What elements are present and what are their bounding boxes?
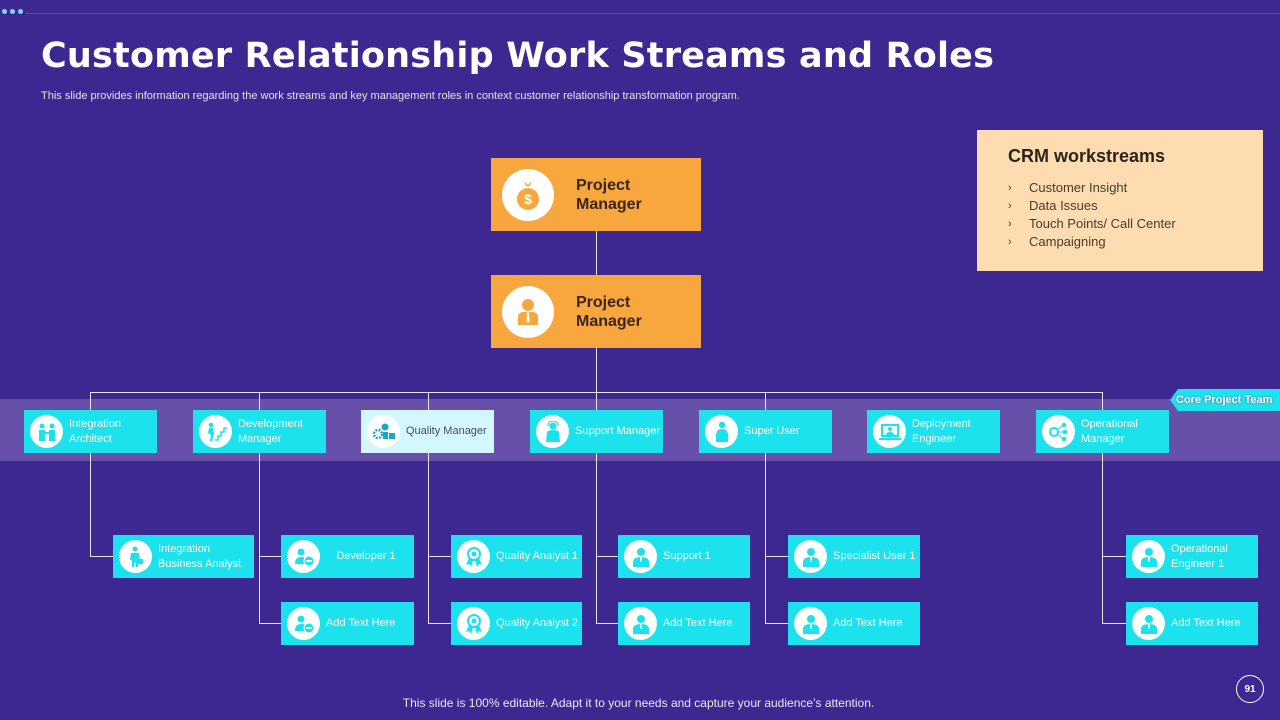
sub-role-label: Quality Analyst 2 bbox=[496, 617, 578, 629]
sub-role-label: Quality Analyst 1 bbox=[496, 550, 578, 562]
crm-list-item: ›Campaigning bbox=[1008, 234, 1106, 249]
connector-line bbox=[259, 392, 260, 623]
header-divider bbox=[26, 13, 1280, 14]
role-development-manager[interactable]: Development Manager bbox=[193, 410, 326, 453]
award-ribbon-icon bbox=[457, 540, 490, 573]
sub-role-development-add-text[interactable]: Add Text Here bbox=[281, 602, 414, 645]
connector-line bbox=[596, 348, 597, 392]
connector-line bbox=[596, 231, 597, 275]
sub-role-label: Operational Engineer 1 bbox=[1171, 542, 1228, 570]
role-deployment-engineer[interactable]: Deployment Engineer bbox=[867, 410, 1000, 453]
crm-list-item: ›Customer Insight bbox=[1008, 180, 1128, 195]
network-nodes-icon bbox=[1042, 415, 1075, 448]
developer-icon bbox=[287, 607, 320, 640]
sub-role-support-add-text[interactable]: Add Text Here bbox=[618, 602, 750, 645]
sub-role-label: Add Text Here bbox=[326, 617, 396, 629]
sub-role-developer-1[interactable]: Developer 1 bbox=[281, 535, 414, 578]
developer-icon bbox=[287, 540, 320, 573]
user-icon bbox=[794, 540, 827, 573]
role-quality-manager[interactable]: Quality Manager bbox=[361, 410, 494, 453]
connector-line bbox=[596, 556, 618, 557]
sub-role-specialist-user-1[interactable]: Specialist User 1 bbox=[788, 535, 920, 578]
support-agent-icon bbox=[536, 415, 569, 448]
team-meeting-icon bbox=[30, 415, 63, 448]
role-label: Operational Manager bbox=[1081, 417, 1138, 445]
connector-line bbox=[596, 392, 597, 623]
connector-line bbox=[90, 392, 91, 556]
role-support-manager[interactable]: Support Manager bbox=[530, 410, 663, 453]
connector-line bbox=[1102, 556, 1126, 557]
sub-role-support-1[interactable]: Support 1 bbox=[618, 535, 750, 578]
role-super-user[interactable]: Super User bbox=[699, 410, 832, 453]
role-integration-architect[interactable]: Integration Architect bbox=[24, 410, 157, 453]
project-manager-node-finance[interactable]: $ Project Manager bbox=[491, 158, 701, 231]
user-icon bbox=[1132, 607, 1165, 640]
role-operational-manager[interactable]: Operational Manager bbox=[1036, 410, 1169, 453]
sub-role-label: Add Text Here bbox=[663, 617, 733, 629]
connector-line bbox=[765, 556, 788, 557]
user-laptop-icon bbox=[705, 415, 738, 448]
chevron-right-icon: › bbox=[1008, 236, 1012, 248]
sub-role-quality-analyst-1[interactable]: Quality Analyst 1 bbox=[451, 535, 582, 578]
sub-role-integration-business-analyst[interactable]: Integration Business Analyst bbox=[113, 535, 254, 578]
connector-line bbox=[428, 623, 451, 624]
footer-note: This slide is 100% editable. Adapt it to… bbox=[402, 696, 875, 710]
core-project-team-tag: Core Project Team bbox=[1170, 389, 1280, 411]
svg-text:$: $ bbox=[524, 191, 532, 207]
node-label: Project Manager bbox=[576, 293, 642, 330]
chevron-right-icon: › bbox=[1008, 200, 1012, 212]
project-manager-node[interactable]: Project Manager bbox=[491, 275, 701, 348]
role-label: Support Manager bbox=[575, 425, 660, 437]
connector-line bbox=[90, 556, 113, 557]
connector-line bbox=[1102, 623, 1126, 624]
connector-line bbox=[428, 392, 429, 623]
chevron-right-icon: › bbox=[1008, 182, 1012, 194]
sub-role-label: Integration Business Analyst bbox=[158, 542, 242, 570]
chevron-right-icon: › bbox=[1008, 218, 1012, 230]
sub-role-super-user-add-text[interactable]: Add Text Here bbox=[788, 602, 920, 645]
sub-role-operational-add-text[interactable]: Add Text Here bbox=[1126, 602, 1258, 645]
sub-role-label: Developer 1 bbox=[336, 550, 396, 562]
gears-user-icon bbox=[367, 415, 400, 448]
user-icon bbox=[624, 540, 657, 573]
role-label: Deployment Engineer bbox=[912, 417, 971, 445]
sub-role-label: Add Text Here bbox=[1171, 617, 1241, 629]
role-label: Development Manager bbox=[238, 417, 303, 445]
connector-line bbox=[765, 392, 766, 623]
page-subtitle: This slide provides information regardin… bbox=[41, 90, 740, 102]
sub-role-quality-analyst-2[interactable]: Quality Analyst 2 bbox=[451, 602, 582, 645]
analyst-briefcase-icon bbox=[119, 540, 152, 573]
role-label: Quality Manager bbox=[406, 425, 487, 437]
sub-role-label: Support 1 bbox=[663, 550, 711, 562]
money-bag-icon: $ bbox=[502, 168, 554, 221]
connector-line bbox=[428, 556, 451, 557]
role-label: Super User bbox=[744, 425, 800, 437]
connector-line bbox=[259, 556, 281, 557]
sub-role-label: Add Text Here bbox=[833, 617, 903, 629]
sub-role-label: Specialist User 1 bbox=[833, 550, 916, 562]
user-icon bbox=[624, 607, 657, 640]
page-title: Customer Relationship Work Streams and R… bbox=[41, 36, 995, 76]
stairs-climb-icon bbox=[199, 415, 232, 448]
connector-line bbox=[596, 623, 618, 624]
node-label: Project Manager bbox=[576, 176, 642, 213]
award-ribbon-icon bbox=[457, 607, 490, 640]
slide-dots-decoration bbox=[2, 9, 23, 14]
crm-workstreams-panel: CRM workstreams ›Customer Insight ›Data … bbox=[977, 130, 1263, 271]
page-number: 91 bbox=[1236, 675, 1264, 703]
user-icon bbox=[1132, 540, 1165, 573]
monitor-user-icon bbox=[873, 415, 906, 448]
connector-line bbox=[1102, 392, 1103, 623]
role-label: Integration Architect bbox=[69, 417, 121, 445]
connector-line bbox=[259, 623, 281, 624]
crm-title: CRM workstreams bbox=[1008, 146, 1166, 166]
businessman-icon bbox=[502, 285, 554, 338]
crm-list-item: ›Touch Points/ Call Center bbox=[1008, 216, 1176, 231]
connector-line bbox=[765, 623, 788, 624]
crm-list-item: ›Data Issues bbox=[1008, 198, 1098, 213]
sub-role-operational-engineer-1[interactable]: Operational Engineer 1 bbox=[1126, 535, 1258, 578]
user-icon bbox=[794, 607, 827, 640]
